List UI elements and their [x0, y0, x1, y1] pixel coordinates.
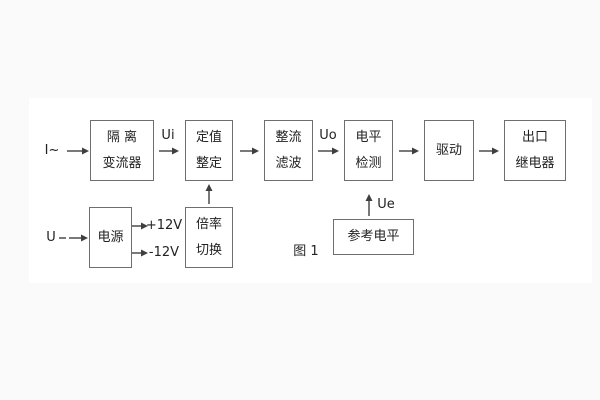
block-rectifier-filter-line2: 滤波: [275, 155, 302, 171]
block-power-supply: 电源: [89, 207, 132, 268]
label-rail-negative: -12V: [148, 245, 180, 260]
label-signal-ue: Ue: [377, 197, 395, 212]
block-output-relay-line1: 出口: [521, 129, 548, 145]
block-rectifier-filter-line1: 整流: [275, 129, 302, 145]
block-power-supply-line1: 电源: [97, 229, 124, 245]
block-drive-line1: 驱动: [435, 142, 462, 158]
label-rail-positive: +12V: [145, 218, 183, 233]
label-input-current: I~: [44, 143, 60, 158]
block-reference-level-line1: 参考电平: [347, 229, 400, 244]
block-output-relay-line2: 继电器: [515, 155, 555, 171]
figure-caption: 图 1: [293, 244, 319, 259]
label-signal-uo: Uo: [319, 128, 337, 143]
block-setpoint-setting-line2: 整定: [195, 155, 222, 171]
block-level-detection-line1: 电平: [355, 129, 382, 145]
block-setpoint-setting-line1: 定值: [195, 129, 222, 145]
block-drive: 驱动: [424, 120, 474, 181]
block-rectifier-filter: 整流 滤波: [264, 120, 313, 181]
label-signal-ui: Ui: [161, 128, 175, 143]
block-reference-level: 参考电平: [333, 219, 414, 255]
block-level-detection: 电平 检测: [344, 120, 393, 181]
block-isolation-transformer: 隔 离 变流器: [90, 120, 154, 181]
block-ratio-switching-line2: 切换: [195, 242, 222, 258]
block-ratio-switching-line1: 倍率: [195, 216, 222, 232]
block-level-detection-line2: 检测: [355, 155, 382, 171]
label-input-voltage: U: [46, 230, 56, 245]
block-isolation-transformer-line1: 隔 离: [106, 129, 138, 145]
block-output-relay: 出口 继电器: [504, 120, 566, 181]
block-isolation-transformer-line2: 变流器: [102, 155, 142, 171]
block-setpoint-setting: 定值 整定: [185, 120, 233, 181]
block-ratio-switching: 倍率 切换: [185, 207, 233, 268]
